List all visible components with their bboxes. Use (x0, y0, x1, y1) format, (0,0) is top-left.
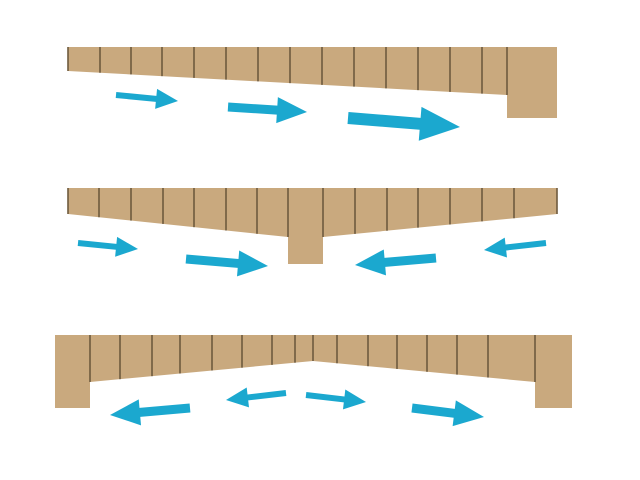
arrow-right-icon (411, 400, 484, 427)
arrow-left-icon (355, 249, 437, 276)
arrow-right-icon (185, 250, 268, 277)
arrow-left-icon (226, 387, 287, 408)
beam (55, 335, 572, 408)
beam (68, 47, 557, 118)
arrow-right-icon (115, 88, 178, 109)
diagram-tapered-beam (67, 47, 557, 141)
arrow-left-icon (110, 399, 191, 426)
diagram-end-drop-beam (55, 335, 572, 427)
arrow-right-icon (347, 106, 460, 141)
beam (68, 188, 557, 264)
diagram-center-drop-beam (67, 188, 558, 277)
arrow-right-icon (77, 236, 138, 257)
arrow-right-icon (227, 97, 307, 124)
arrow-right-icon (305, 389, 366, 410)
arrow-left-icon (484, 237, 547, 258)
